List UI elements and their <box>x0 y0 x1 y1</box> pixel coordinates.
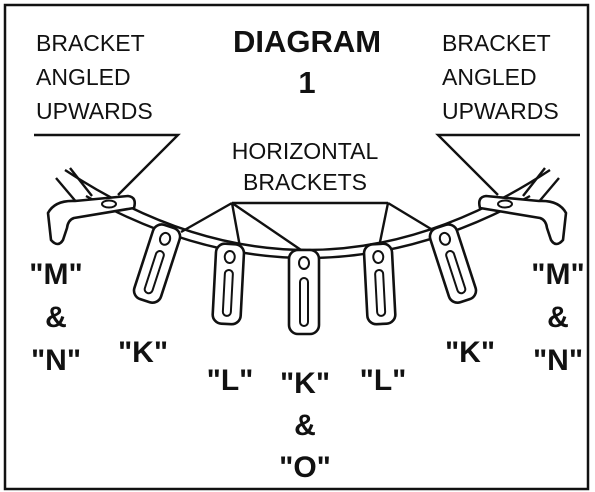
center-callout-leader <box>180 201 437 253</box>
left-callout-line-3: UPWARDS <box>36 98 153 124</box>
label-k-left: "K" <box>118 336 168 369</box>
bracket-m-n-right <box>477 194 568 246</box>
label-m-n-left-line-3: "N" <box>31 344 81 377</box>
bracket-k-left <box>132 223 182 304</box>
label-k-o-center-line-3: "O" <box>279 451 331 484</box>
label-k-o-center-line-2: & <box>294 409 316 442</box>
label-m-n-right: "M" & "N" <box>531 258 584 377</box>
label-l-right: "L" <box>360 364 407 397</box>
bracket-k-o-center <box>287 248 321 336</box>
label-k-o-center: "K" & "O" <box>279 367 331 484</box>
right-callout-line-3: UPWARDS <box>442 98 559 124</box>
label-m-n-right-line-3: "N" <box>533 344 583 377</box>
bracket-l-left <box>211 242 246 326</box>
left-callout: BRACKET ANGLED UPWARDS <box>34 30 181 196</box>
diagram-title: DIAGRAM <box>233 24 381 59</box>
bracket-l-right <box>362 242 397 326</box>
center-callout-line-1: HORIZONTAL <box>232 138 379 164</box>
bracket-k-right <box>428 223 478 304</box>
right-callout-line-2: ANGLED <box>442 64 537 90</box>
label-m-n-left-line-1: "M" <box>29 258 82 291</box>
label-m-n-left-line-2: & <box>45 301 67 334</box>
left-callout-leader <box>34 133 181 196</box>
label-m-n-right-line-2: & <box>547 301 569 334</box>
label-m-n-right-line-1: "M" <box>531 258 584 291</box>
label-k-right: "K" <box>445 336 495 369</box>
label-l-left: "L" <box>207 364 254 397</box>
label-k-o-center-line-1: "K" <box>280 367 330 400</box>
diagram-number: 1 <box>298 65 315 100</box>
diagram-frame <box>3 3 590 491</box>
right-callout-line-1: BRACKET <box>442 30 551 56</box>
right-callout-leader <box>435 133 580 196</box>
left-callout-line-2: ANGLED <box>36 64 131 90</box>
bracket-m-n-left <box>46 194 137 246</box>
center-callout-line-2: BRACKETS <box>243 169 367 195</box>
center-callout: HORIZONTAL BRACKETS <box>180 138 437 253</box>
left-callout-line-1: BRACKET <box>36 30 145 56</box>
label-m-n-left: "M" & "N" <box>29 258 82 377</box>
right-callout: BRACKET ANGLED UPWARDS <box>435 30 580 196</box>
